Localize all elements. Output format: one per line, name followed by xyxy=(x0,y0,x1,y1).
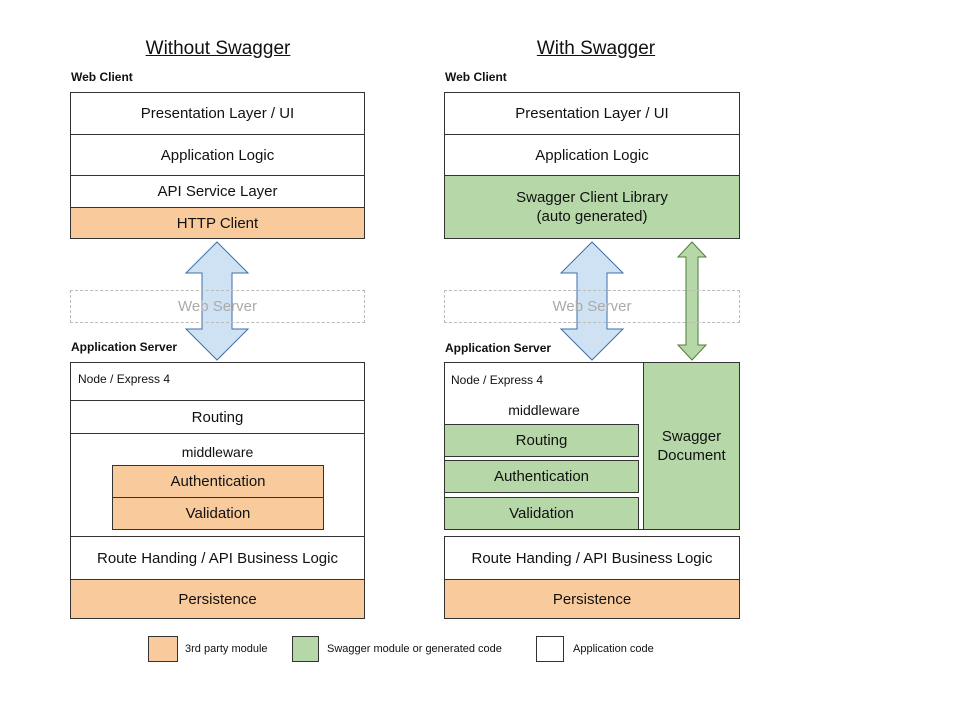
left-node-express: Node / Express 4 xyxy=(78,372,171,386)
legend-label-swagger: Swagger module or generated code xyxy=(327,643,502,655)
right-presentation-layer: Presentation Layer / UI xyxy=(444,92,740,135)
right-application-server-label: Application Server xyxy=(445,341,552,355)
left-middleware-label: middleware xyxy=(181,444,254,460)
legend-swatch-app-code xyxy=(536,636,564,662)
left-application-server-label: Application Server xyxy=(71,340,178,354)
left-web-server: Web Server xyxy=(70,290,365,323)
legend-label-app-code: Application code xyxy=(573,643,654,655)
left-validation: Validation xyxy=(112,497,324,530)
left-api-service-layer: API Service Layer xyxy=(70,175,365,208)
right-title: With Swagger xyxy=(536,38,656,59)
right-swagger-document: Swagger Document xyxy=(643,362,740,530)
right-routing: Routing xyxy=(444,424,639,457)
left-blue-double-arrow xyxy=(184,241,250,361)
left-persistence: Persistence xyxy=(70,579,365,619)
right-green-double-arrow xyxy=(676,241,708,361)
legend-swatch-swagger xyxy=(292,636,319,662)
left-routing: Routing xyxy=(70,400,365,434)
right-web-client-label: Web Client xyxy=(445,70,507,84)
right-node-express: Node / Express 4 xyxy=(451,373,544,387)
right-persistence: Persistence xyxy=(444,579,740,619)
left-presentation-layer: Presentation Layer / UI xyxy=(70,92,365,135)
right-route-handling: Route Handing / API Business Logic xyxy=(444,536,740,580)
right-application-logic: Application Logic xyxy=(444,134,740,176)
left-web-client-label: Web Client xyxy=(71,70,133,84)
left-route-handling: Route Handing / API Business Logic xyxy=(70,536,365,580)
legend-swatch-third-party xyxy=(148,636,178,662)
left-title: Without Swagger xyxy=(145,38,291,59)
right-middleware-label: middleware xyxy=(508,402,580,418)
left-authentication: Authentication xyxy=(112,465,324,498)
right-validation: Validation xyxy=(444,497,639,530)
left-http-client: HTTP Client xyxy=(70,207,365,239)
right-web-server: Web Server xyxy=(444,290,740,323)
left-application-logic: Application Logic xyxy=(70,134,365,176)
right-swagger-client-library: Swagger Client Library (auto generated) xyxy=(444,175,740,239)
right-blue-double-arrow xyxy=(559,241,625,361)
legend-label-third-party: 3rd party module xyxy=(185,643,268,655)
right-authentication: Authentication xyxy=(444,460,639,493)
